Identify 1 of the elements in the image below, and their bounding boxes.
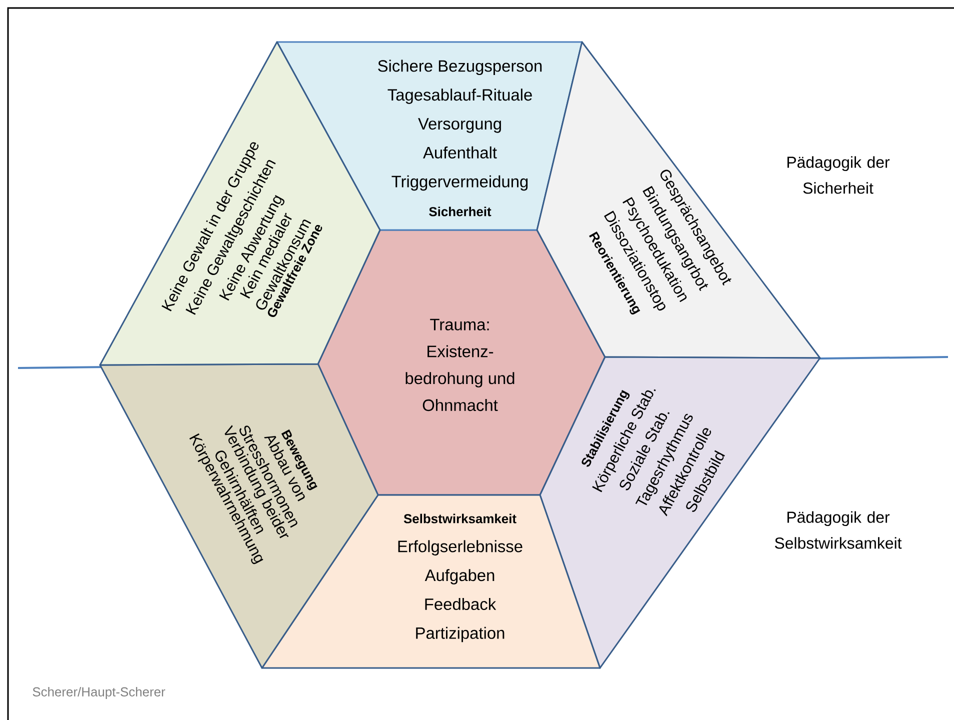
credit-text: Scherer/Haupt-Scherer	[32, 686, 166, 700]
